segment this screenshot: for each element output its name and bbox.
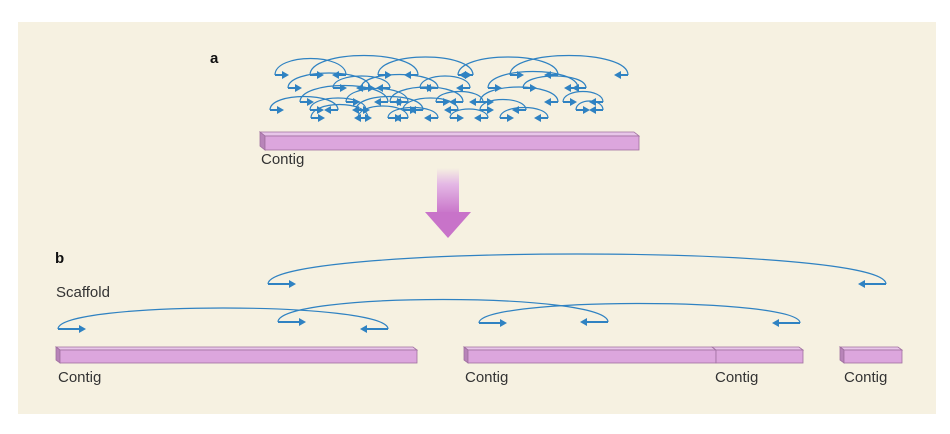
genome-assembly-diagram: a Contig b Scaffold Contig Contig Contig… <box>54 50 904 386</box>
read-arrow-icon <box>572 84 586 92</box>
read-arrow-icon <box>388 114 402 122</box>
contig-bar-a <box>258 131 641 151</box>
read-pair-a <box>389 86 464 106</box>
contig-label-b4: Contig <box>844 369 887 386</box>
read-arrow-icon <box>480 106 494 114</box>
panel-a-letter: a <box>210 50 219 67</box>
read-arrow-icon <box>614 71 628 79</box>
contig-bar-b4 <box>838 346 904 364</box>
read-pair-a <box>575 100 604 114</box>
read-arrow-icon <box>310 71 324 79</box>
contig-bar-b2 <box>462 346 718 364</box>
read-arrow-icon <box>576 106 590 114</box>
read-arrow-icon <box>58 325 86 333</box>
read-arrow-icon <box>420 84 434 92</box>
contig-label-b2: Contig <box>465 369 508 386</box>
read-arrow-icon <box>580 318 608 326</box>
contig-label-b1: Contig <box>58 369 101 386</box>
read-arrow-icon <box>270 106 284 114</box>
read-arrow-icon <box>275 71 289 79</box>
read-arrow-icon <box>456 84 470 92</box>
read-arrow-icon <box>500 114 514 122</box>
read-arrow-icon <box>444 106 458 114</box>
read-pair-a <box>479 86 559 106</box>
read-pair-a <box>509 54 629 79</box>
contig-bar-b3 <box>710 346 805 364</box>
read-arrow-icon <box>474 114 488 122</box>
contig-bar-b1 <box>54 346 419 364</box>
read-arrow-icon <box>278 318 306 326</box>
mate-pair-link <box>267 253 887 288</box>
read-arrow-icon <box>544 98 558 106</box>
read-arrow-icon <box>589 106 603 114</box>
read-pair-a <box>299 84 389 106</box>
read-arrow-icon <box>268 280 296 288</box>
read-arrow-icon <box>360 325 388 333</box>
read-arrow-icon <box>563 98 577 106</box>
read-arrow-icon <box>479 319 507 327</box>
read-pair-a <box>562 91 604 106</box>
read-arrow-icon <box>374 98 388 106</box>
read-arrow-icon <box>458 71 472 79</box>
read-arrow-icon <box>424 114 438 122</box>
read-pair-a <box>522 75 587 92</box>
down-arrow-icon <box>425 168 471 238</box>
read-arrow-icon <box>288 84 302 92</box>
read-pair-a <box>419 75 471 92</box>
contig-label-b3: Contig <box>715 369 758 386</box>
mate-pair-link <box>277 298 609 326</box>
read-arrow-icon <box>358 114 372 122</box>
read-pair-a <box>387 107 439 122</box>
read-arrow-icon <box>300 98 314 106</box>
read-arrow-icon <box>450 114 464 122</box>
read-pair-a <box>449 108 489 122</box>
panel-b-letter: b <box>55 250 64 267</box>
read-arrow-icon <box>488 84 502 92</box>
contig-label-a: Contig <box>261 151 304 168</box>
figure-panel: a Contig b Scaffold Contig Contig Contig… <box>18 22 936 414</box>
mate-pair-link <box>57 307 389 333</box>
read-arrow-icon <box>858 280 886 288</box>
read-arrow-icon <box>390 98 404 106</box>
read-pairs-panel-b <box>57 253 887 333</box>
read-pair-a <box>499 107 549 122</box>
read-arrow-icon <box>772 319 800 327</box>
read-pairs-panel-a <box>269 54 629 122</box>
read-arrow-icon <box>510 71 524 79</box>
scaffold-label: Scaffold <box>56 284 110 301</box>
read-pair-a <box>402 97 459 114</box>
mate-pair-link <box>478 302 801 327</box>
read-arrow-icon <box>534 114 548 122</box>
read-arrow-icon <box>311 114 325 122</box>
read-arrow-icon <box>324 106 338 114</box>
